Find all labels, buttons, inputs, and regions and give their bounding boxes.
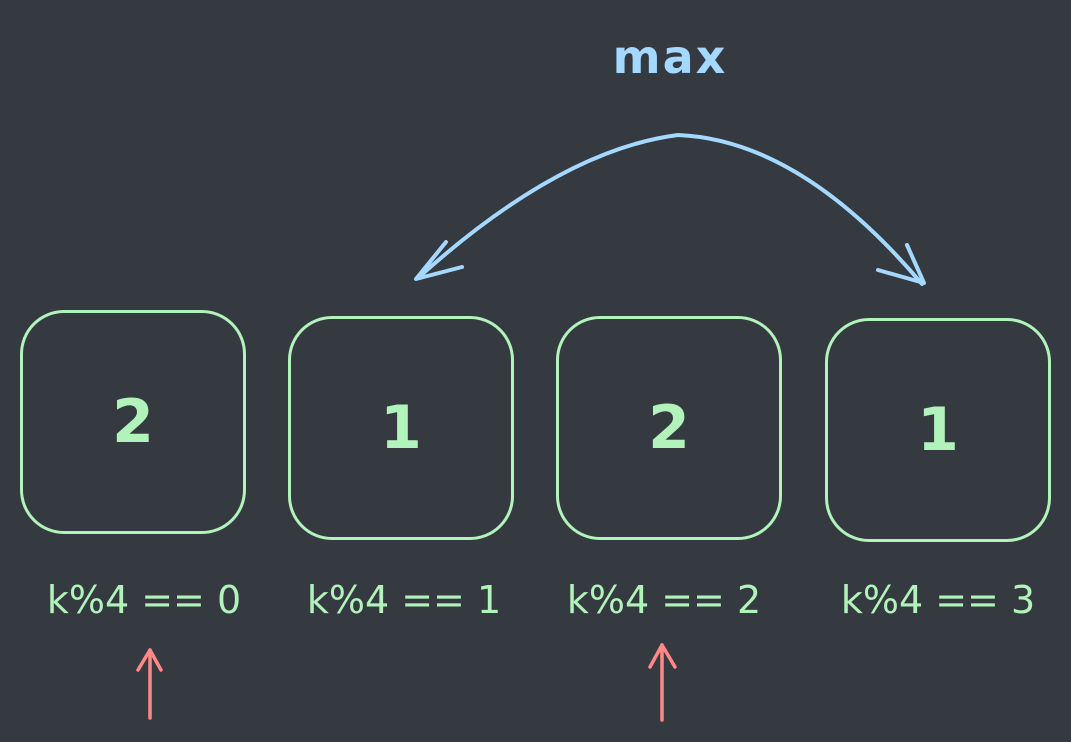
cell-value-0: 2 (112, 387, 154, 457)
max-arrow-curve (416, 132, 924, 286)
cell-value-2: 2 (648, 393, 690, 463)
cell-box-1: 1 (288, 316, 514, 540)
cell-condition-0: k%4 == 0 (46, 578, 242, 622)
cell-box-3: 1 (825, 318, 1051, 542)
max-arrow-head-left (414, 240, 464, 281)
cell-condition-3: k%4 == 3 (840, 578, 1036, 622)
cell-box-0: 2 (20, 310, 246, 534)
cell-condition-1: k%4 == 1 (306, 578, 502, 622)
cell-value-3: 1 (917, 395, 959, 465)
pointer-arrow-0 (136, 648, 163, 720)
max-arrow-head-right (876, 243, 926, 285)
cell-box-2: 2 (556, 316, 782, 540)
cell-condition-2: k%4 == 2 (566, 578, 762, 622)
cell-value-1: 1 (380, 393, 422, 463)
pointer-arrow-2 (648, 643, 677, 722)
max-label: max (612, 30, 728, 84)
